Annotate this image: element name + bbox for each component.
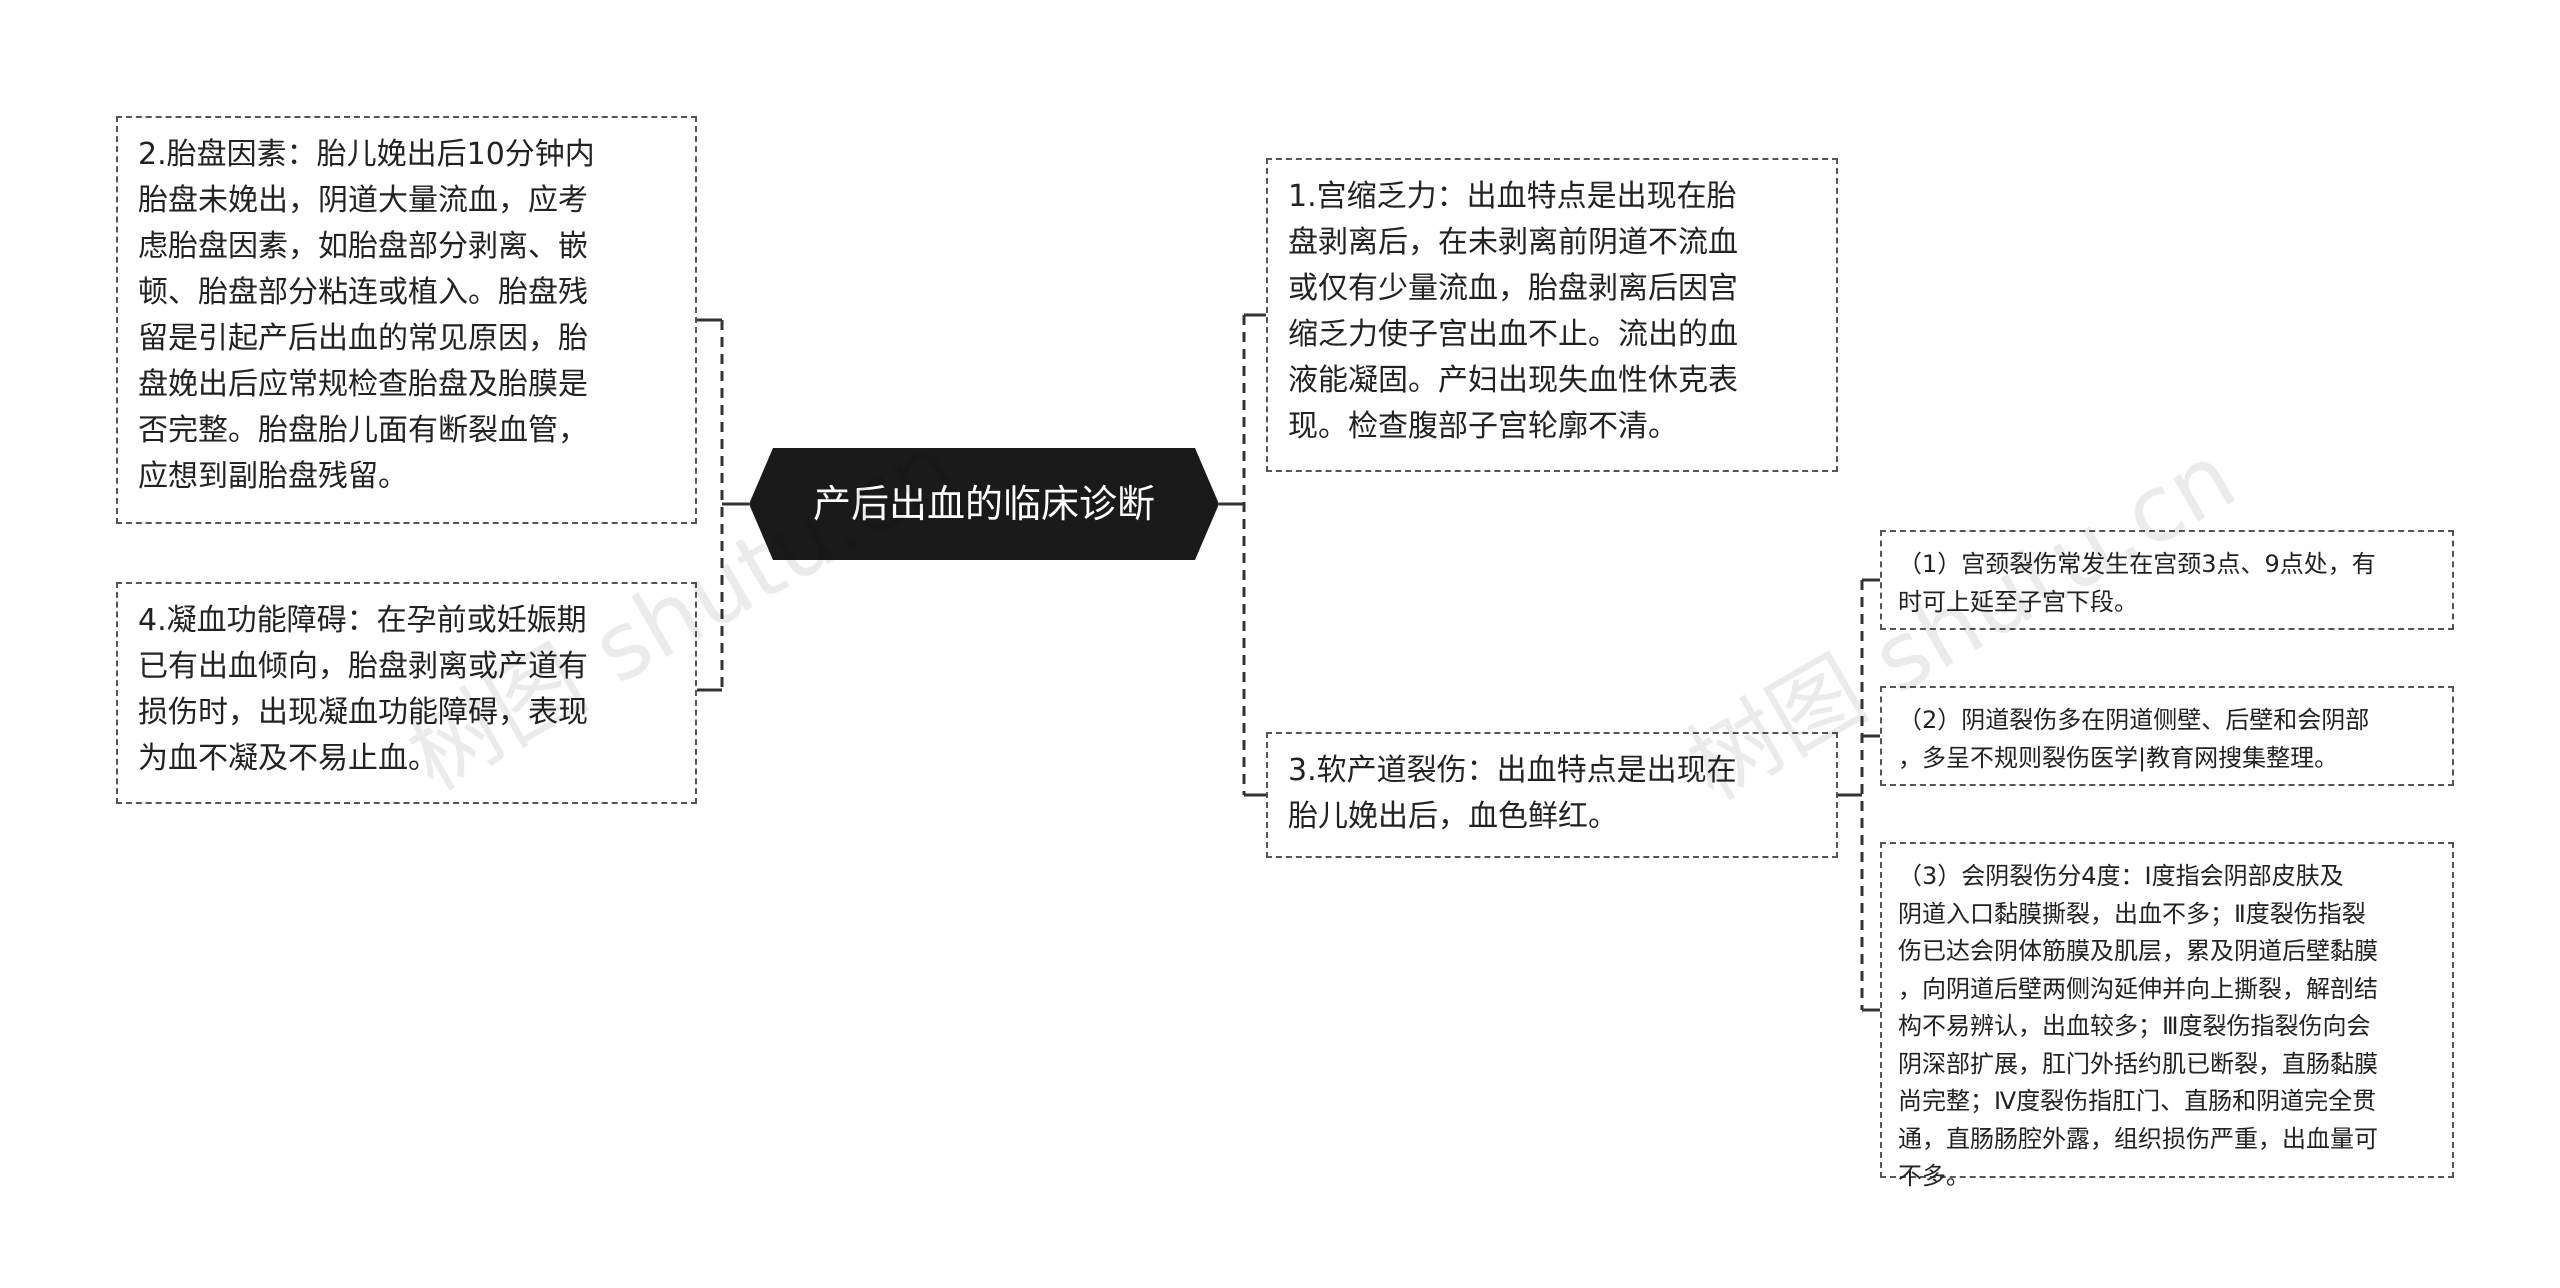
node-coagulation[interactable]: 4.凝血功能障碍：在孕前或妊娠期 已有出血倾向，胎盘剥离或产道有 损伤时，出现凝… — [116, 582, 697, 804]
central-topic-label: 产后出血的临床诊断 — [812, 482, 1155, 526]
node-laceration[interactable]: 3.软产道裂伤：出血特点是出现在 胎儿娩出后，血色鲜红。 — [1266, 732, 1838, 858]
central-topic-shape — [749, 448, 1219, 560]
node-vagina[interactable]: （2）阴道裂伤多在阴道侧壁、后壁和会阴部 ，多呈不规则裂伤医学|教育网搜集整理。 — [1880, 686, 2454, 786]
central-topic[interactable]: 产后出血的临床诊断 — [749, 448, 1219, 560]
node-atony[interactable]: 1.宫缩乏力：出血特点是出现在胎 盘剥离后，在未剥离前阴道不流血 或仅有少量流血… — [1266, 158, 1838, 472]
node-placenta[interactable]: 2.胎盘因素：胎儿娩出后10分钟内 胎盘未娩出，阴道大量流血，应考 虑胎盘因素，… — [116, 116, 697, 524]
node-cervix[interactable]: （1）宫颈裂伤常发生在宫颈3点、9点处，有 时可上延至子宫下段。 — [1880, 530, 2454, 630]
node-perineum[interactable]: （3）会阴裂伤分4度：Ⅰ度指会阴部皮肤及 阴道入口黏膜撕裂，出血不多；Ⅱ度裂伤指… — [1880, 842, 2454, 1190]
